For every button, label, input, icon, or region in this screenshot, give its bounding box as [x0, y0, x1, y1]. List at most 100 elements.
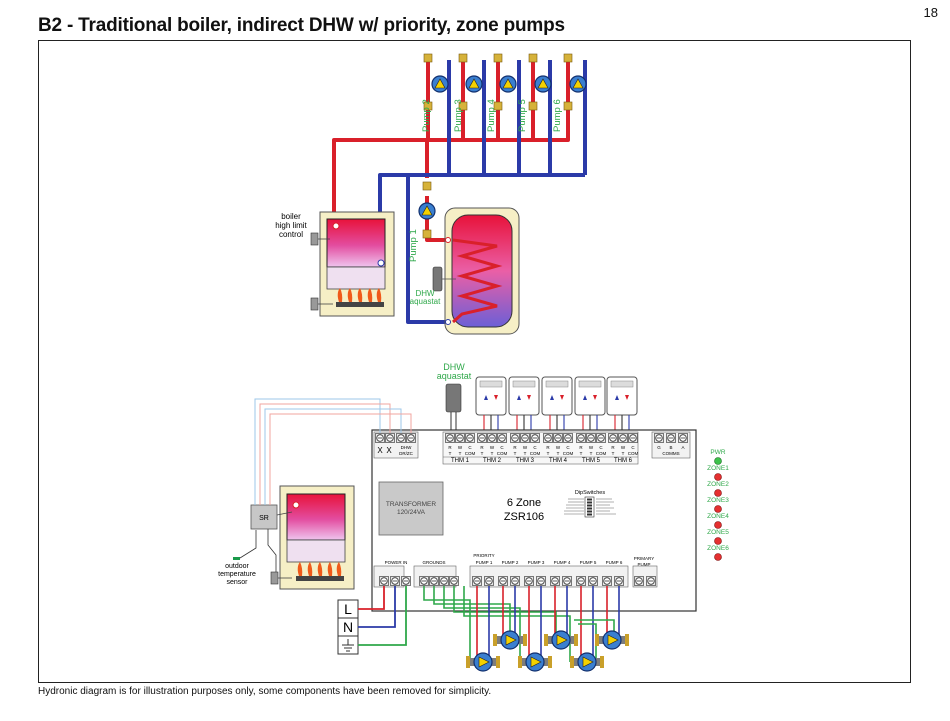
comms-a: A — [681, 445, 684, 450]
wired-pump-2 — [492, 630, 528, 650]
wired-pump-1 — [465, 652, 501, 672]
thm2-w: W — [490, 445, 495, 450]
comms-b: B — [669, 445, 672, 450]
boiler-label-1: boiler — [281, 212, 301, 221]
model-name: ZSR106 — [504, 511, 544, 523]
pump-term-2-label: PUMP 2 — [502, 560, 519, 565]
priority-label: PRIORITY — [473, 553, 494, 558]
thm5-t2: T — [590, 451, 593, 456]
boiler-label-3: control — [279, 230, 303, 239]
wired-pump-5 — [569, 652, 605, 672]
dhw-x1: X — [377, 446, 383, 455]
boiler-bottom-control — [270, 571, 279, 585]
power-in-label: POWER IN — [385, 560, 408, 565]
aquastat-top-label-1: DHW — [443, 362, 465, 372]
boiler-burner-control — [310, 297, 319, 311]
thm2-t2: T — [491, 451, 494, 456]
thm3-com: COM — [530, 451, 541, 456]
footnote: Hydronic diagram is for illustration pur… — [38, 686, 492, 697]
dhw-terminal-block: X X DHW DR/ZC — [373, 431, 419, 459]
outdoor-label-3: sensor — [226, 579, 248, 586]
tank-aquastat-label-1: DHW — [415, 289, 435, 298]
pump-1-label: Pump 1 — [408, 229, 419, 262]
led-zone5: ZONE5 — [707, 529, 729, 536]
aquastat-top-sensor — [445, 383, 462, 413]
thm6-r: R — [611, 445, 615, 450]
thm3-c: C — [533, 445, 537, 450]
pump-term-3-label: PUMP 3 — [528, 560, 545, 565]
pump-term-4-label: PUMP 4 — [554, 560, 571, 565]
thm1-r: R — [448, 445, 452, 450]
pump-6-label: Pump 6 — [552, 99, 563, 132]
thm2-t1: T — [481, 451, 484, 456]
led-zone3: ZONE3 — [707, 497, 729, 504]
thm6-w: W — [621, 445, 626, 450]
led-zone4: ZONE4 — [707, 513, 729, 520]
transformer-label-2: 120/24VA — [397, 509, 426, 516]
line-l: L — [344, 601, 352, 617]
pump-term-6-label: PUMP 6 — [606, 560, 623, 565]
page-title: B2 - Traditional boiler, indirect DHW w/… — [38, 15, 565, 36]
tank-aquastat-sensor — [432, 266, 443, 292]
dhw-tank — [444, 207, 520, 335]
thm5-t1: T — [580, 451, 583, 456]
thm6-t1: T — [612, 451, 615, 456]
thm-group-1: THM 1 — [451, 458, 470, 464]
thm1-t1: T — [449, 451, 452, 456]
thm3-w: W — [523, 445, 528, 450]
pump-5-label: Pump 5 — [517, 99, 528, 132]
outdoor-label-2: temperature — [218, 571, 256, 578]
dhw-term-label2: DR/ZC — [399, 451, 413, 456]
led-zone6: ZONE6 — [707, 545, 729, 552]
wired-pump-4 — [543, 630, 579, 650]
pump-term-5-label: PUMP 5 — [580, 560, 597, 565]
tank-aquastat-label-2: aquastat — [410, 297, 441, 306]
thm3-t1: T — [514, 451, 517, 456]
dipswitch-title: DipSwitches — [575, 490, 606, 496]
dhw-term-label1: DHW — [401, 445, 412, 450]
thm4-c: C — [566, 445, 570, 450]
led-pwr: PWR — [710, 449, 725, 456]
outdoor-label-1: outdoor — [225, 563, 249, 570]
pump-term-1-label: PUMP 1 — [476, 560, 493, 565]
boiler-label-2: high limit — [275, 221, 307, 230]
thm-group-6: THM 6 — [614, 458, 633, 464]
wired-pump-3 — [517, 652, 553, 672]
thermostat-2 — [475, 376, 507, 416]
thermostat-5 — [574, 376, 606, 416]
thm1-com: COM — [465, 451, 476, 456]
pump-3-label: Pump 3 — [453, 99, 464, 132]
status-leds: PWR ZONE1 ZONE2 ZONE3 ZONE4 ZONE5 ZONE6 — [707, 449, 729, 561]
thm6-com: COM — [628, 451, 639, 456]
neutral-n: N — [343, 619, 353, 635]
thm-group-2: THM 2 — [483, 458, 502, 464]
primary-pump-label-1: PRIMARY — [634, 556, 654, 561]
transformer — [378, 481, 444, 536]
comms-label: COMMS — [662, 451, 679, 456]
thm-group-5: THM 5 — [582, 458, 601, 464]
thm-group-3: THM 3 — [516, 458, 535, 464]
thermostat-3 — [508, 376, 540, 416]
thm1-c: C — [468, 445, 472, 450]
thm3-t2: T — [524, 451, 527, 456]
thm2-com: COM — [497, 451, 508, 456]
thm-group-4: THM 4 — [549, 458, 568, 464]
bottom-terminal-strip — [373, 565, 658, 588]
model-zones: 6 Zone — [507, 497, 541, 509]
dhw-x2: X — [386, 446, 392, 455]
comms-g: G — [657, 445, 661, 450]
diagram-frame — [38, 40, 911, 683]
thm6-t2: T — [622, 451, 625, 456]
thm4-com: COM — [563, 451, 574, 456]
outdoor-sensor — [233, 557, 240, 560]
aquastat-top-label-2: aquastat — [437, 371, 472, 381]
led-zone1: ZONE1 — [707, 465, 729, 472]
supply-piping — [332, 60, 570, 242]
transformer-label-1: TRANSFORMER — [386, 501, 437, 508]
sr-box — [250, 504, 278, 530]
wired-pump-6 — [594, 630, 630, 650]
high-limit-sensor — [310, 232, 319, 246]
thm2-r: R — [480, 445, 484, 450]
